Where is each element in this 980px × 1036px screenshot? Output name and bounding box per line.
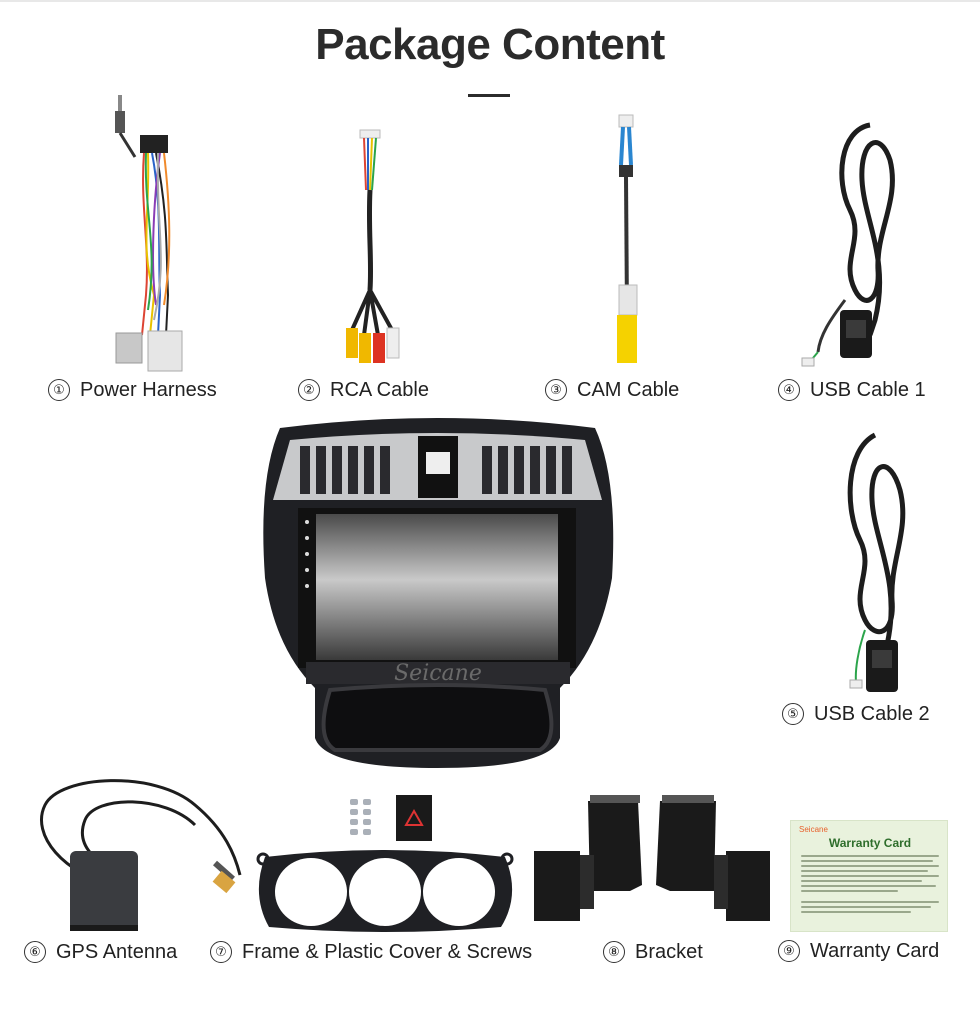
power-harness-image [115,95,183,372]
item-caption: ⑧ Bracket [603,941,703,964]
warranty-card-title: Warranty Card [828,836,912,850]
item-label: Warranty Card [810,940,940,962]
usb-cable-2-image [847,432,906,692]
item-label: USB Cable 2 [814,703,930,725]
item-number: ④ [778,379,800,401]
item-label: Power Harness [80,379,217,401]
item-caption: ④ USB Cable 1 [778,379,926,402]
item-label: CAM Cable [577,379,680,401]
item-label: GPS Antenna [56,941,178,963]
watermark-text: Seicane [394,661,482,686]
item-label: RCA Cable [330,379,429,401]
item-number: ③ [545,379,567,401]
item-caption: ③ CAM Cable [545,379,679,402]
bracket-image [534,795,770,921]
usb-cable-1-image [801,122,895,367]
item-label: USB Cable 1 [810,379,926,401]
item-number: ⑦ [210,941,232,963]
warranty-card-image: Seicane Warranty Card [790,820,948,932]
gps-antenna-image [40,779,242,931]
item-number: ⑥ [24,941,46,963]
page-title: Package Content [315,20,665,69]
item-caption: ⑤ USB Cable 2 [782,703,930,726]
warranty-card-body-lines [801,855,939,916]
item-caption: ⑦ Frame & Plastic Cover & Screws [210,941,532,964]
warranty-card-brand: Seicane [799,825,828,834]
item-number: ⑨ [778,940,800,962]
item-caption: ⑨ Warranty Card [778,940,939,963]
frame-cover-screws-image [256,795,514,932]
item-label: Frame & Plastic Cover & Screws [242,941,533,963]
item-number: ⑤ [782,703,804,725]
item-caption: ⑥ GPS Antenna [24,941,177,964]
top-divider [0,0,980,2]
item-number: ② [298,379,320,401]
cam-cable-image [617,114,638,363]
title-underline [468,94,510,97]
head-unit-image: Seicane [263,418,614,768]
item-label: Bracket [635,941,703,963]
item-caption: ① Power Harness [48,379,217,402]
item-number: ① [48,379,70,401]
rca-cable-image [346,129,400,363]
item-number: ⑧ [603,941,625,963]
item-caption: ② RCA Cable [298,379,429,402]
